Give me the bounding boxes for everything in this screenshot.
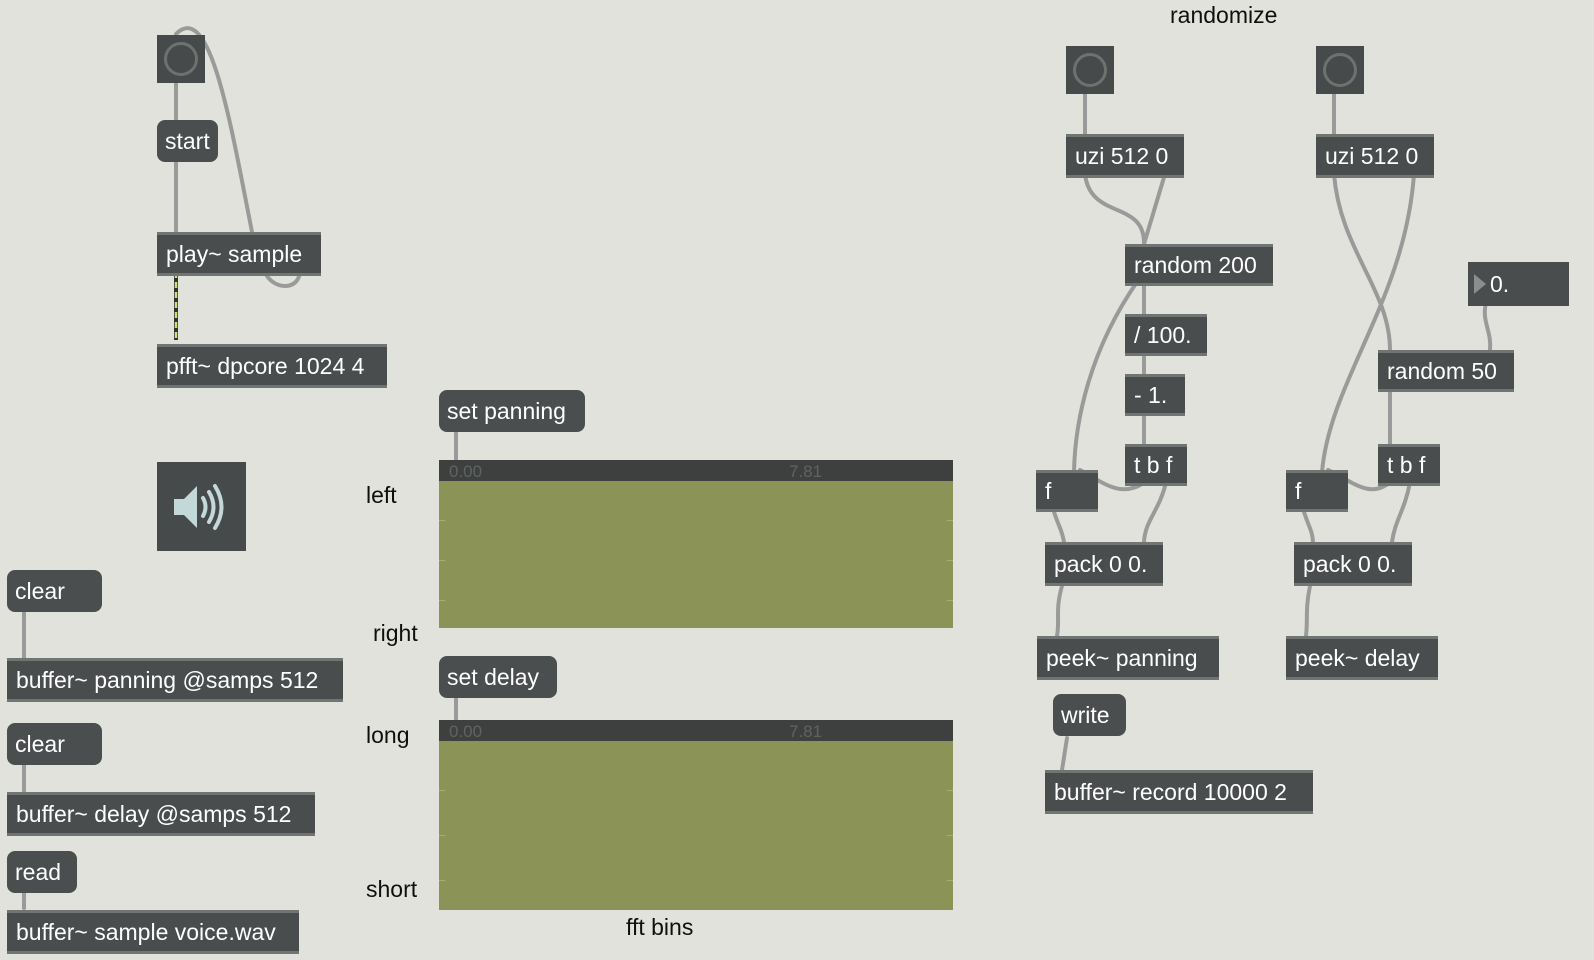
tick: [439, 790, 445, 791]
delay-float-object[interactable]: f: [1286, 470, 1348, 512]
set-panning-message[interactable]: set panning: [439, 390, 585, 432]
tick: [439, 835, 445, 836]
delay-max-value: 7.81: [789, 722, 823, 741]
start-bang-button[interactable]: [157, 35, 205, 83]
dac-button[interactable]: [157, 462, 246, 551]
patch-cord: [1142, 480, 1168, 544]
panning-random-object[interactable]: random 200: [1125, 244, 1273, 286]
randomize-title: randomize: [1170, 2, 1278, 28]
bang-icon: [1073, 53, 1107, 87]
panning-multislider[interactable]: 0.00 7.81: [439, 460, 953, 628]
short-label: short: [366, 876, 418, 902]
play-object[interactable]: play~ sample: [157, 232, 321, 276]
panning-peek-object[interactable]: peek~ panning: [1037, 636, 1219, 680]
randomize-panning-bang-button[interactable]: [1066, 46, 1114, 94]
panning-min-value: 0.00: [449, 462, 483, 481]
patch-cord: [1055, 584, 1064, 638]
minus-object[interactable]: - 1.: [1125, 374, 1185, 416]
randomize-delay-bang-button[interactable]: [1316, 46, 1364, 94]
long-label: long: [366, 722, 410, 748]
right-label: right: [373, 620, 418, 646]
patch-cord: [1083, 172, 1147, 246]
patch-cord: [1060, 736, 1069, 772]
delay-range-bar: 0.00 7.81: [439, 720, 953, 741]
panning-pack-object[interactable]: pack 0 0.: [1045, 542, 1163, 586]
tick: [439, 560, 445, 561]
patch-cord: [1332, 172, 1392, 352]
tick: [947, 880, 953, 881]
patch-cord: [1142, 172, 1167, 246]
panning-uzi-object[interactable]: uzi 512 0: [1066, 134, 1184, 178]
tick: [947, 600, 953, 601]
panning-trigger-object[interactable]: t b f: [1125, 444, 1187, 486]
delay-uzi-object[interactable]: uzi 512 0: [1316, 134, 1434, 178]
record-buffer-object[interactable]: buffer~ record 10000 2: [1045, 770, 1313, 814]
clear-panning-message[interactable]: clear: [7, 570, 102, 612]
delay-buffer-object[interactable]: buffer~ delay @samps 512: [7, 792, 315, 836]
patch-cord: [1052, 510, 1066, 544]
left-label: left: [366, 482, 397, 508]
clear-delay-message[interactable]: clear: [7, 723, 102, 765]
tick: [947, 560, 953, 561]
panning-range-bar: 0.00 7.81: [439, 460, 953, 481]
delay-pack-object[interactable]: pack 0 0.: [1294, 542, 1412, 586]
bang-icon: [1323, 53, 1357, 87]
panning-buffer-object[interactable]: buffer~ panning @samps 512: [7, 658, 343, 702]
read-message[interactable]: read: [7, 851, 77, 893]
tick: [439, 520, 445, 521]
delay-random-object[interactable]: random 50: [1378, 350, 1514, 392]
tick: [439, 600, 445, 601]
delay-min-value: 0.00: [449, 722, 483, 741]
number-box[interactable]: 0.: [1468, 262, 1569, 306]
panning-float-object[interactable]: f: [1036, 470, 1098, 512]
patch-cord: [1482, 298, 1493, 352]
patch-cord: [1320, 172, 1416, 474]
triangle-icon: [1474, 274, 1486, 294]
fft-bins-label: fft bins: [626, 914, 694, 940]
panning-max-value: 7.81: [789, 462, 823, 481]
speaker-icon: [174, 484, 224, 530]
patch-cord: [1302, 510, 1315, 544]
divide-object[interactable]: / 100.: [1125, 314, 1207, 356]
tick: [947, 835, 953, 836]
start-message[interactable]: start: [157, 120, 218, 162]
patch-cord: [1304, 584, 1312, 638]
patch-cord: [1390, 480, 1412, 544]
write-message[interactable]: write: [1053, 694, 1126, 736]
tick: [439, 880, 445, 881]
delay-trigger-object[interactable]: t b f: [1378, 444, 1440, 486]
delay-multislider[interactable]: 0.00 7.81: [439, 720, 953, 910]
delay-peek-object[interactable]: peek~ delay: [1286, 636, 1438, 680]
pfft-object[interactable]: pfft~ dpcore 1024 4: [157, 344, 387, 388]
tick: [947, 790, 953, 791]
sample-buffer-object[interactable]: buffer~ sample voice.wav: [7, 910, 299, 954]
bang-icon: [164, 42, 198, 76]
number-box-value: 0.: [1490, 270, 1510, 297]
tick: [947, 520, 953, 521]
set-delay-message[interactable]: set delay: [439, 656, 557, 698]
